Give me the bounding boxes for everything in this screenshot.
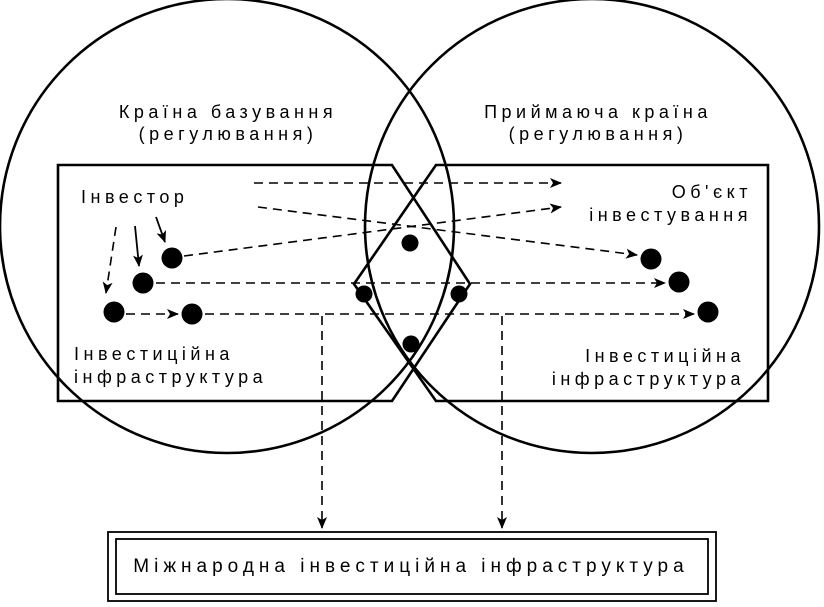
investor-arrow-2 bbox=[132, 225, 143, 267]
intersection-node-top bbox=[401, 234, 419, 252]
home-infrastructure-line2: інфраструктура bbox=[74, 367, 267, 387]
host-country-circle bbox=[363, 0, 821, 455]
host-infrastructure-box bbox=[352, 163, 770, 403]
home-infrastructure-box bbox=[56, 163, 472, 403]
investor-node-3 bbox=[103, 301, 125, 323]
host-country-subtitle: (регулювання) bbox=[509, 124, 688, 144]
intersection-node-left bbox=[355, 285, 373, 303]
host-infrastructure-line2: інфраструктура bbox=[552, 369, 745, 389]
international-infrastructure-box-inner bbox=[115, 538, 709, 595]
investor-arrow-1 bbox=[155, 216, 166, 243]
intersection-node-bottom bbox=[402, 335, 420, 353]
host-node-2 bbox=[668, 271, 690, 293]
host-country-title: Приймаюча країна bbox=[484, 102, 712, 122]
investor-node-1 bbox=[161, 247, 183, 269]
home-country-subtitle: (регулювання) bbox=[139, 124, 318, 144]
flow-arrow-diagonal-up bbox=[183, 203, 562, 257]
home-country-circle bbox=[0, 0, 456, 455]
international-infrastructure-box-outer bbox=[107, 531, 717, 602]
host-node-1 bbox=[640, 248, 662, 270]
intersection-node-right bbox=[450, 285, 468, 303]
investment-object-line2: інвестування bbox=[589, 205, 752, 225]
host-node-3 bbox=[697, 301, 719, 323]
home-country-title: Країна базування bbox=[119, 102, 337, 122]
flow-arrow-diagonal-down bbox=[257, 206, 638, 259]
host-infrastructure-line1: Інвестиційна bbox=[585, 346, 745, 366]
investment-object-line1: Об'єкт bbox=[672, 182, 752, 202]
investor-node-2 bbox=[132, 272, 154, 294]
home-infrastructure-node bbox=[181, 303, 203, 325]
investor-label: Інвестор bbox=[81, 187, 188, 207]
investor-arrow-3 bbox=[102, 226, 117, 294]
international-infrastructure-label: Міжнародна інвестиційна інфраструктура bbox=[133, 556, 688, 577]
home-infrastructure-line1: Інвестиційна bbox=[74, 344, 234, 364]
